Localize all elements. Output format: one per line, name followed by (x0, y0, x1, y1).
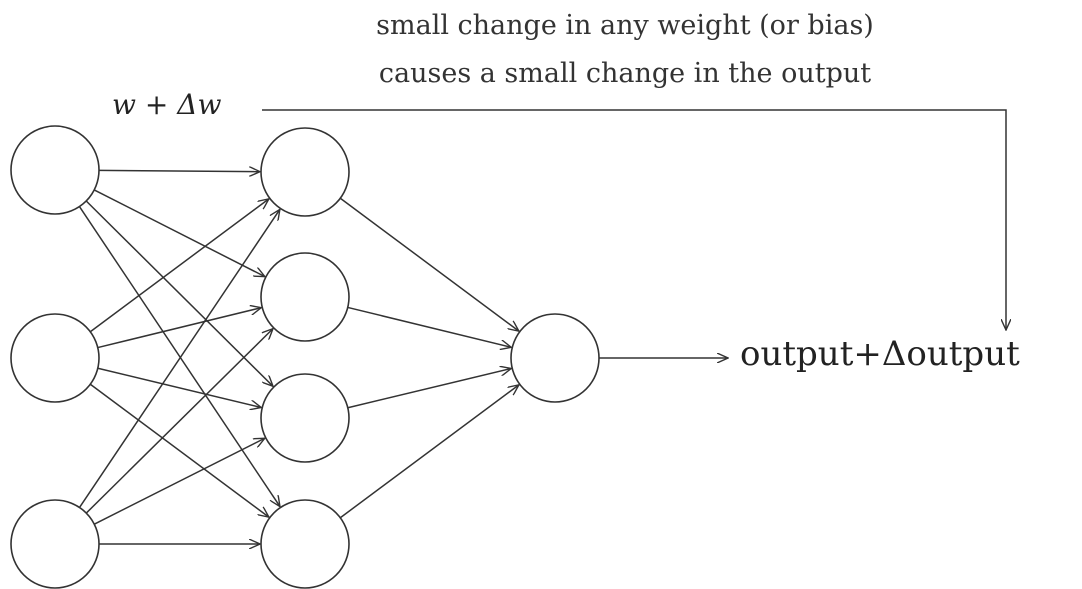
caption-line-1: small change in any weight (or bias) (376, 10, 874, 41)
edges-layer (78, 170, 728, 544)
input-node-2 (10, 499, 100, 589)
hidden-node-3 (260, 499, 350, 589)
weight-change-label: w + Δw (112, 88, 222, 121)
edge-input-1-to-hidden-0 (89, 199, 269, 333)
edge-input-0-to-hidden-3 (78, 206, 280, 507)
edge-input-2-to-hidden-1 (85, 329, 273, 514)
nodes-layer (10, 125, 600, 589)
edge-hidden-2-to-output-0 (347, 369, 511, 409)
edge-input-0-to-hidden-1 (93, 189, 265, 277)
output-change-label: output+Δoutput (740, 334, 1020, 374)
annotation-layer (262, 109, 1006, 330)
edge-hidden-0-to-output-0 (339, 197, 519, 331)
edge-hidden-1-to-output-0 (347, 306, 512, 347)
output-node-0 (510, 313, 600, 403)
hidden-node-2 (260, 373, 350, 463)
edge-input-2-to-hidden-2 (93, 438, 265, 525)
weight-to-output-connector (262, 109, 1006, 330)
edge-input-1-to-hidden-2 (97, 367, 261, 407)
edge-input-0-to-hidden-2 (85, 200, 273, 386)
edge-hidden-3-to-output-0 (339, 385, 519, 519)
hidden-node-1 (260, 252, 350, 342)
edge-input-1-to-hidden-3 (89, 383, 269, 517)
edge-input-0-to-hidden-0 (98, 170, 260, 171)
edge-input-2-to-hidden-0 (78, 209, 280, 508)
caption-line-2: causes a small change in the output (378, 58, 872, 89)
input-node-0 (10, 125, 100, 215)
input-node-1 (10, 313, 100, 403)
edge-input-1-to-hidden-1 (97, 308, 262, 349)
hidden-node-0 (260, 127, 350, 217)
